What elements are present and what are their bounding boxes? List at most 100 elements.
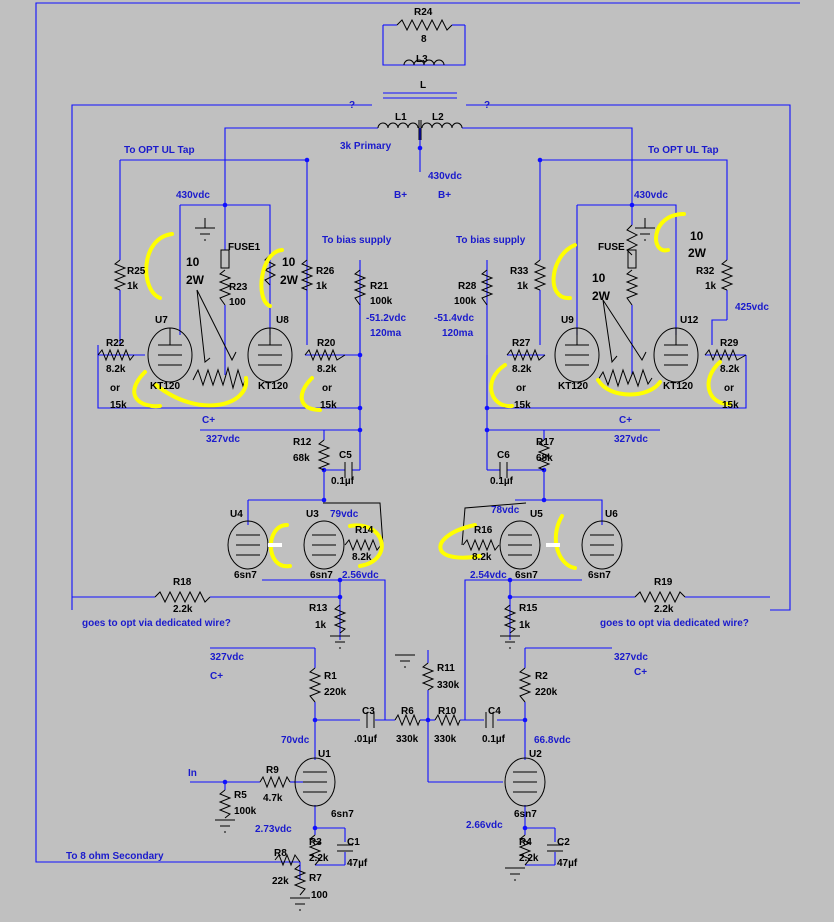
note-2w-d: 2W (688, 246, 707, 260)
r9-value: 4.7k (263, 793, 283, 804)
r14-name: R14 (355, 525, 374, 536)
r16-name: R16 (474, 525, 493, 536)
c4-name: C4 (488, 706, 501, 717)
r33-name: R33 (510, 266, 529, 277)
r18-value: 2.2k (173, 604, 193, 615)
note-15k-2: 15k (320, 400, 337, 411)
r2-name: R2 (535, 671, 548, 682)
secondary-label: To 8 ohm Secondary (66, 851, 164, 862)
u7-name: U7 (155, 315, 168, 326)
r7-name: R7 (309, 873, 322, 884)
r12-name: R12 (293, 437, 312, 448)
resistor-symbols (97, 18, 747, 896)
r27-value: 8.2k (512, 364, 532, 375)
u5-model: 6sn7 (515, 570, 538, 581)
u6-model: 6sn7 (588, 570, 611, 581)
r16-value: 8.2k (472, 552, 492, 563)
v430-left: 430vdc (176, 190, 210, 201)
v327-mid-right: 327vdc (614, 652, 648, 663)
q-right: ? (484, 100, 490, 111)
u7-model: KT120 (150, 381, 180, 392)
v79-label: 79vdc (330, 509, 359, 520)
r20-name: R20 (317, 338, 336, 349)
u8-name: U8 (276, 315, 289, 326)
r24-value: 8 (421, 34, 427, 45)
note-or-2: or (322, 383, 332, 394)
v256-label: 2.56vdc (342, 570, 379, 581)
r32-name: R32 (696, 266, 715, 277)
r8-value: 22k (272, 876, 289, 887)
v327-top-right: 327vdc (614, 434, 648, 445)
bias-right: To bias supply (456, 235, 526, 246)
opt-ul-left: To OPT UL Tap (124, 145, 195, 156)
cplus-mid-right: C+ (634, 667, 647, 678)
note-10-a: 10 (186, 255, 200, 269)
v70-label: 70vdc (281, 735, 310, 746)
c1-value: 47µf (347, 858, 368, 869)
tube-u5-icon (499, 520, 541, 570)
tube-u3-icon (303, 520, 345, 570)
r20-value: 8.2k (317, 364, 337, 375)
r8-name: R8 (274, 848, 287, 859)
v668-label: 66.8vdc (534, 735, 571, 746)
hand-drawn-annotations (192, 289, 653, 546)
r6-value: 330k (396, 734, 419, 745)
l1-name: L1 (395, 112, 407, 123)
capacitor-symbols (337, 462, 563, 852)
bias-left: To bias supply (322, 235, 392, 246)
component-labels: R24 8 L3 L ? ? L1 L2 To OPT UL Tap 3k Pr… (66, 7, 769, 901)
v-bias-left: -51.2vdc (366, 313, 406, 324)
u12-name: U12 (680, 315, 699, 326)
r1-value: 220k (324, 687, 347, 698)
r4-value: 2.2k (519, 853, 539, 864)
ground-symbols (195, 218, 655, 911)
l3-value: L (420, 80, 426, 91)
r19-name: R19 (654, 577, 673, 588)
r33-value: 1k (517, 281, 529, 292)
r28-value: 100k (454, 296, 477, 307)
cplus-top-right: C+ (619, 415, 632, 426)
r18-name: R18 (173, 577, 192, 588)
r13-name: R13 (309, 603, 328, 614)
r22-name: R22 (106, 338, 125, 349)
u2-name: U2 (529, 749, 542, 760)
r21-value: 100k (370, 296, 393, 307)
r1-name: R1 (324, 671, 337, 682)
tube-u1-icon (294, 757, 336, 807)
bplus-b: B+ (438, 190, 451, 201)
c6-name: C6 (497, 450, 510, 461)
v-bias-right: -51.4vdc (434, 313, 474, 324)
r12-value: 68k (293, 453, 310, 464)
u9-name: U9 (561, 315, 574, 326)
yellow-highlights (132, 212, 732, 570)
r10-value: 330k (434, 734, 457, 745)
fuse-name: FUSE (598, 242, 625, 253)
c1-name: C1 (347, 837, 360, 848)
r14-value: 8.2k (352, 552, 372, 563)
r25-name: R25 (127, 266, 146, 277)
tube-u8-icon (247, 327, 293, 383)
ma-left: 120ma (370, 328, 402, 339)
bplus-a: B+ (394, 190, 407, 201)
r26-value: 1k (316, 281, 328, 292)
c2-value: 47µf (557, 858, 578, 869)
r6-name: R6 (401, 706, 414, 717)
u4-name: U4 (230, 509, 243, 520)
r27-name: R27 (512, 338, 531, 349)
v266-label: 2.66vdc (466, 820, 503, 831)
note-or-3: or (516, 383, 526, 394)
r24-name: R24 (414, 7, 433, 18)
wires (35, 2, 800, 880)
u6-name: U6 (605, 509, 618, 520)
junction-dots (222, 145, 635, 831)
note-or-1: or (110, 383, 120, 394)
u3-model: 6sn7 (310, 570, 333, 581)
u3-name: U3 (306, 509, 319, 520)
r10-name: R10 (438, 706, 457, 717)
note-15k-4: 15k (722, 400, 739, 411)
ma-right: 120ma (442, 328, 474, 339)
r5-value: 100k (234, 806, 257, 817)
r22-value: 8.2k (106, 364, 126, 375)
v78-label: 78vdc (491, 505, 520, 516)
